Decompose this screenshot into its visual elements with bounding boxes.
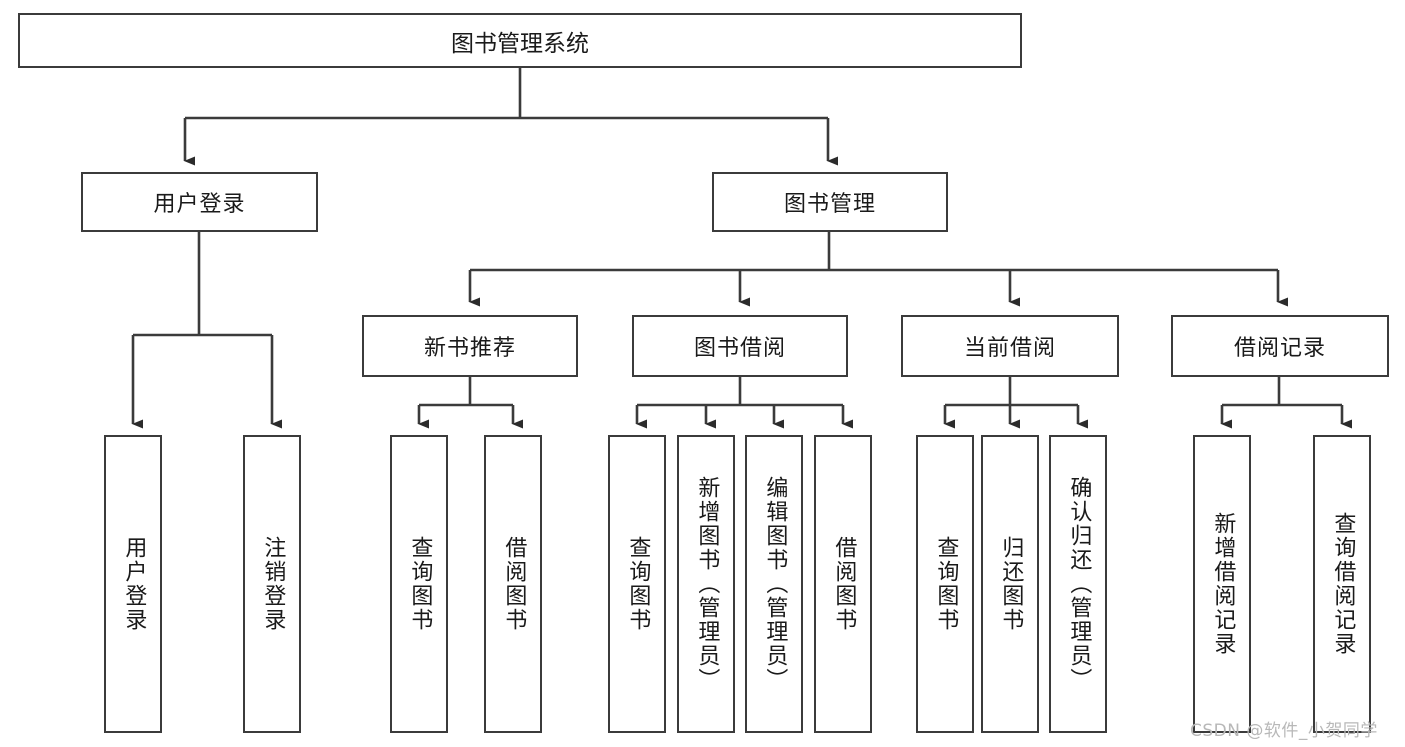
leaf-book-borrow-query-book[interactable]: 查询图书 — [608, 435, 666, 733]
node-new-book-recommend[interactable]: 新书推荐 — [362, 315, 578, 377]
leaf-current-borrow-return-book[interactable]: 归还图书 — [981, 435, 1039, 733]
node-borrow-record[interactable]: 借阅记录 — [1171, 315, 1389, 377]
leaf-label: 借阅图书 — [501, 536, 527, 632]
leaf-book-borrow-edit-book[interactable]: 编辑图书（管理员） — [745, 435, 803, 733]
leaf-new-book-borrow-book[interactable]: 借阅图书 — [484, 435, 542, 733]
leaf-label: 编辑图书（管理员） — [762, 476, 788, 692]
leaf-current-borrow-confirm-return[interactable]: 确认归还（管理员） — [1049, 435, 1107, 733]
leaf-book-borrow-borrow-book[interactable]: 借阅图书 — [814, 435, 872, 733]
leaf-book-borrow-add-book[interactable]: 新增图书（管理员） — [677, 435, 735, 733]
leaf-label: 新增借阅记录 — [1210, 512, 1236, 656]
leaf-user-login-logout[interactable]: 注销登录 — [243, 435, 301, 733]
leaf-label: 查询图书 — [625, 536, 651, 632]
node-book-borrow[interactable]: 图书借阅 — [632, 315, 848, 377]
leaf-borrow-record-add-record[interactable]: 新增借阅记录 — [1193, 435, 1251, 733]
csdn-watermark: CSDN @软件_小贺同学 — [1190, 721, 1378, 741]
leaf-borrow-record-query-record[interactable]: 查询借阅记录 — [1313, 435, 1371, 733]
leaf-label: 归还图书 — [998, 536, 1024, 632]
leaf-label: 用户登录 — [121, 536, 147, 632]
node-book-management[interactable]: 图书管理 — [712, 172, 948, 232]
leaf-label: 查询图书 — [407, 536, 433, 632]
leaf-new-book-query-book[interactable]: 查询图书 — [390, 435, 448, 733]
node-root-system[interactable]: 图书管理系统 — [18, 13, 1022, 68]
leaf-user-login-login[interactable]: 用户登录 — [104, 435, 162, 733]
leaf-label: 查询图书 — [933, 536, 959, 632]
node-current-borrow[interactable]: 当前借阅 — [901, 315, 1119, 377]
leaf-label: 新增图书（管理员） — [694, 476, 720, 692]
leaf-current-borrow-query-book[interactable]: 查询图书 — [916, 435, 974, 733]
node-user-login[interactable]: 用户登录 — [81, 172, 318, 232]
leaf-label: 注销登录 — [260, 536, 286, 632]
leaf-label: 借阅图书 — [831, 536, 857, 632]
leaf-label: 确认归还（管理员） — [1066, 476, 1092, 692]
leaf-label: 查询借阅记录 — [1330, 512, 1356, 656]
